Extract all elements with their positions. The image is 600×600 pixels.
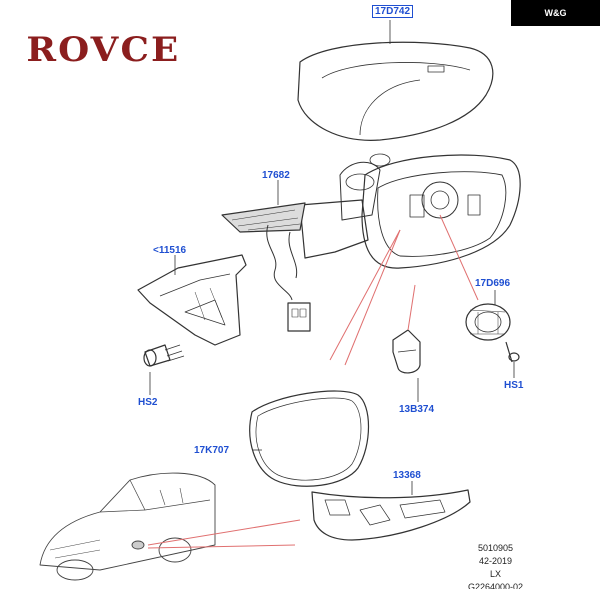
- mirror-housing: [361, 154, 521, 269]
- reference-code: G2264000-02: [468, 582, 524, 589]
- mirror-glass: [249, 390, 370, 487]
- callout-mirror-base: 17682: [262, 170, 290, 181]
- callout-screw-hs2: HS2: [138, 397, 158, 408]
- callout-motor: 17D696: [475, 278, 511, 289]
- callout-mirror-glass: 17K707: [194, 445, 230, 456]
- mirror-motor: [465, 303, 511, 341]
- reference-date: 42-2019: [479, 556, 513, 566]
- watermark-badge: W&G: [511, 0, 600, 26]
- screw-hs2: [143, 344, 185, 367]
- brand-logo: ROVCE: [26, 30, 181, 70]
- callout-indicator: 13368: [393, 470, 421, 481]
- puddle-lamp: [392, 329, 421, 374]
- vehicle-illustration: [39, 472, 216, 581]
- callout-mirror-cover: 17D742: [372, 5, 414, 18]
- callout-bracket: <11516: [153, 245, 187, 256]
- mounting-bracket: [137, 254, 247, 346]
- reference-model: LX: [490, 569, 502, 579]
- callout-lines: [149, 20, 515, 495]
- reference-block: 5010905 42-2019 LX G2264000-02: [468, 542, 523, 589]
- leader-lines: [147, 214, 479, 549]
- wiring-harness: [266, 224, 293, 301]
- connector: [287, 302, 311, 332]
- screw-hs1: [505, 341, 520, 363]
- reference-number: 5010905: [478, 543, 514, 553]
- callout-screw-hs1: HS1: [504, 380, 524, 391]
- base-gasket: [221, 202, 306, 233]
- side-indicator: [311, 489, 471, 541]
- callout-puddle-lamp: 13B374: [399, 404, 435, 415]
- mirror-arm: [299, 199, 369, 259]
- mirror-cover: [297, 41, 494, 141]
